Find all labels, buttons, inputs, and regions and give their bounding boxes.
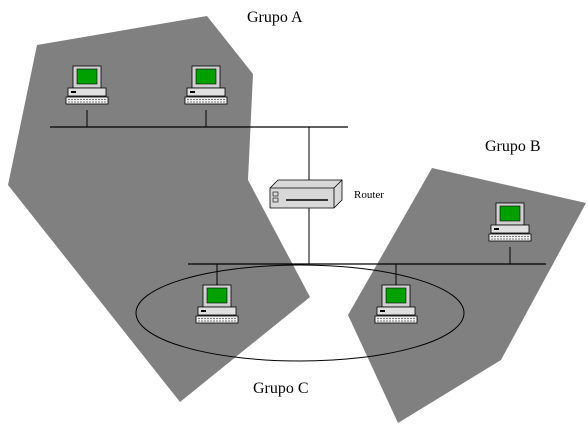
group-a-label: Grupo A — [247, 9, 303, 26]
group-b-label: Grupo B — [485, 138, 541, 155]
group-c-ellipse — [135, 264, 465, 362]
router-icon — [269, 179, 343, 209]
router-label: Router — [354, 189, 384, 201]
group-c-label: Grupo C — [253, 380, 309, 397]
group-a-region — [8, 16, 310, 402]
